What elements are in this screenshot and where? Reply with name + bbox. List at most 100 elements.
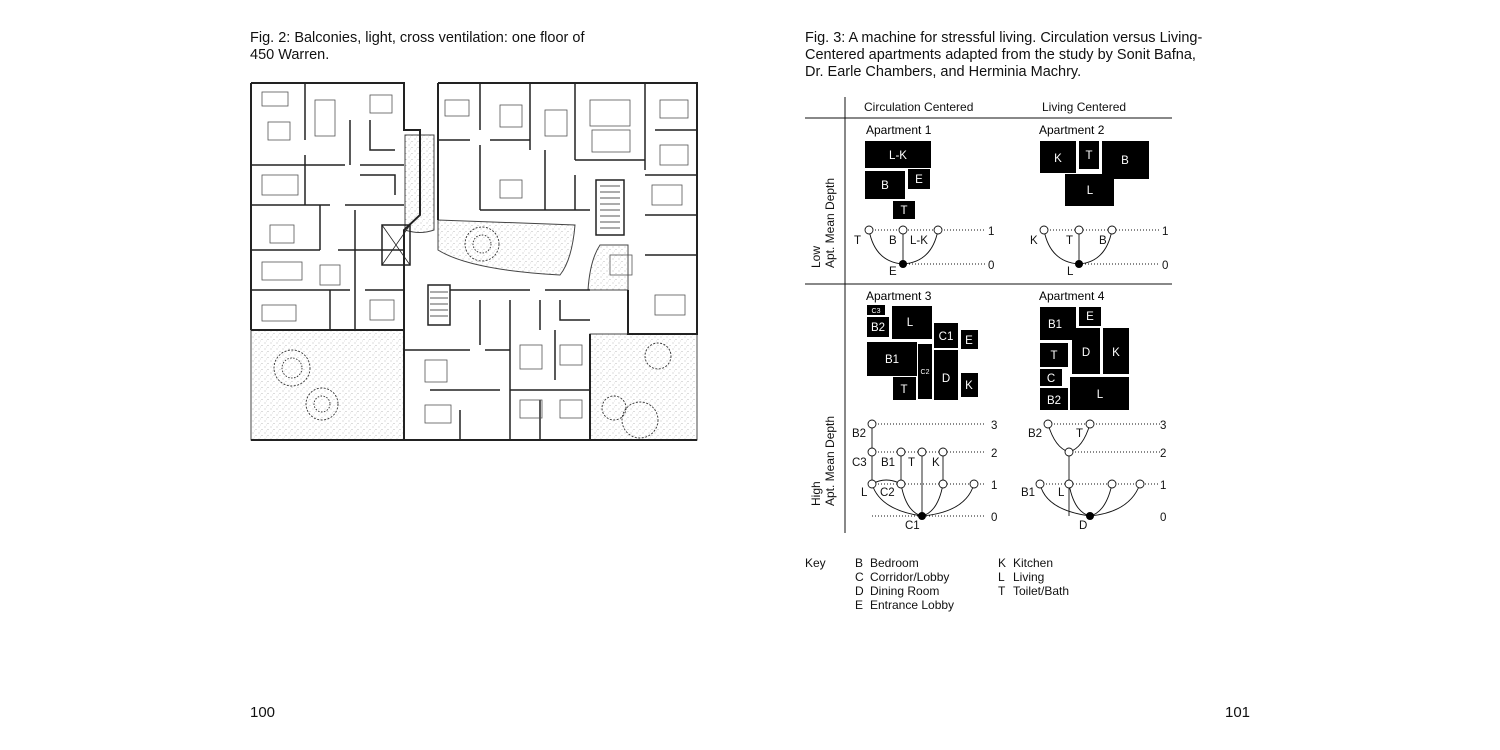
page-number-right: 101 bbox=[1225, 704, 1251, 721]
stair-lower bbox=[427, 284, 451, 326]
apt3-room-c3: C3 bbox=[872, 308, 881, 315]
apt3-depth-3: 3 bbox=[991, 420, 997, 432]
apt3-node-c1: C1 bbox=[905, 520, 920, 532]
apt3-room-k: K bbox=[965, 380, 973, 392]
key-item: T Toilet/Bath bbox=[998, 584, 1069, 598]
apt2-room-t: T bbox=[1085, 150, 1092, 162]
apt1-node-t: T bbox=[854, 235, 861, 247]
apt4-room-b2: B2 bbox=[1047, 395, 1061, 407]
fig3-caption-line-3: Dr. Earle Chambers, and Herminia Machry. bbox=[805, 64, 1082, 80]
column-header-circulation: Circulation Centered bbox=[864, 100, 973, 114]
courtyard-right-upper bbox=[587, 244, 629, 291]
apt3-node-c3: C3 bbox=[852, 457, 867, 469]
key-abbr: K bbox=[998, 556, 1007, 570]
apt3-room-t: T bbox=[900, 384, 907, 396]
apartment-2: Apartment 2 K T B L K T B L bbox=[1030, 123, 1168, 278]
apt1-room-e: E bbox=[915, 174, 923, 186]
fig3-caption-line-2: Centered apartments adapted from the stu… bbox=[805, 47, 1196, 63]
courtyard-right bbox=[589, 333, 698, 441]
stair-core bbox=[595, 179, 625, 236]
fig3-caption-line-1: Fig. 3: A machine for stressful living. … bbox=[805, 30, 1203, 46]
trees bbox=[273, 226, 672, 439]
apt2-depth-1: 1 bbox=[1162, 226, 1168, 238]
key-item: E Entrance Lobby bbox=[855, 598, 954, 612]
apt1-depth-0: 0 bbox=[988, 260, 994, 272]
apt4-node-t: T bbox=[1076, 428, 1083, 440]
key-item: B Bedroom bbox=[855, 556, 954, 570]
apartment-4-title: Apartment 4 bbox=[1039, 289, 1105, 303]
key-abbr: T bbox=[998, 584, 1006, 598]
apartment-3: Apartment 3 C3 B2 L C1 E B1 C2 D K T bbox=[852, 289, 997, 532]
key-abbr: L bbox=[998, 570, 1005, 584]
key-abbr: C bbox=[855, 570, 864, 584]
apt1-depth-1: 1 bbox=[988, 226, 994, 238]
apt2-node-b: B bbox=[1099, 235, 1107, 247]
apt3-depth-2: 2 bbox=[991, 448, 997, 460]
apartment-2-title: Apartment 2 bbox=[1039, 123, 1105, 137]
apt1-room-t: T bbox=[900, 205, 907, 217]
key-label: Living bbox=[1013, 570, 1045, 584]
apt1-node-lk: L-K bbox=[910, 235, 928, 247]
interior-walls-right bbox=[438, 83, 697, 256]
apt3-room-c2: C2 bbox=[921, 369, 930, 376]
floor-plan-drawing bbox=[250, 82, 698, 441]
elevator-shaft bbox=[381, 224, 411, 266]
apt3-room-b2: B2 bbox=[871, 322, 885, 334]
apt3-node-k: K bbox=[932, 457, 940, 469]
apt1-node-b: B bbox=[889, 235, 897, 247]
apt1-room-lk: L-K bbox=[889, 150, 907, 162]
key-label: Bedroom bbox=[870, 556, 919, 570]
apt3-depth-1: 1 bbox=[991, 480, 997, 492]
key-label: Toilet/Bath bbox=[1013, 584, 1070, 598]
key-column-2: K Kitchen L Living T Toilet/Bath bbox=[998, 556, 1069, 598]
apt2-depth-0: 0 bbox=[1162, 260, 1168, 272]
row-label-low-line1: Low bbox=[809, 246, 823, 268]
apt2-room-b: B bbox=[1121, 155, 1129, 167]
key-label: Kitchen bbox=[1013, 556, 1054, 570]
apartment-4: Apartment 4 B1 E D K T C B2 L bbox=[1021, 289, 1166, 532]
key-abbr: E bbox=[855, 598, 864, 612]
apt1-node-e: E bbox=[889, 266, 897, 278]
interior-walls-center bbox=[404, 289, 590, 440]
apt2-room-k: K bbox=[1054, 153, 1062, 165]
courtyard-center bbox=[437, 219, 576, 276]
apt3-node-b2: B2 bbox=[852, 428, 866, 440]
apt3-node-l: L bbox=[861, 487, 868, 499]
fig3-caption: Fig. 3: A machine for stressful living. … bbox=[805, 30, 1265, 81]
key-abbr: B bbox=[855, 556, 864, 570]
row-label-high-line1: High bbox=[809, 481, 823, 506]
fig2-caption: Fig. 2: Balconies, light, cross ventilat… bbox=[250, 30, 670, 64]
apt4-node-l: L bbox=[1058, 487, 1065, 499]
interior-walls-left bbox=[251, 83, 404, 330]
apt4-node-b2: B2 bbox=[1028, 428, 1042, 440]
apt2-node-t: T bbox=[1066, 235, 1073, 247]
apt3-room-b1: B1 bbox=[885, 354, 899, 366]
apt4-depth-3: 3 bbox=[1160, 420, 1166, 432]
apt3-node-c2: C2 bbox=[880, 487, 895, 499]
fig2-caption-line-2: 450 Warren. bbox=[250, 47, 330, 63]
apt4-depth-2: 2 bbox=[1160, 448, 1166, 460]
apt3-room-c1: C1 bbox=[939, 331, 954, 343]
apt3-room-d: D bbox=[942, 373, 950, 385]
apt4-room-e: E bbox=[1086, 311, 1094, 323]
apt4-room-d: D bbox=[1082, 347, 1090, 359]
row-label-low-line2: Apt. Mean Depth bbox=[823, 178, 837, 268]
key-abbr: D bbox=[855, 584, 864, 598]
key-label: Entrance Lobby bbox=[870, 598, 955, 612]
apt4-depth-1: 1 bbox=[1160, 480, 1166, 492]
apt3-depth-0: 0 bbox=[991, 512, 997, 524]
key-item: K Kitchen bbox=[998, 556, 1069, 570]
apt4-depth-0: 0 bbox=[1160, 512, 1166, 524]
key-title: Key bbox=[805, 556, 826, 570]
apt4-node-d: D bbox=[1079, 520, 1087, 532]
row-label-high-line2: Apt. Mean Depth bbox=[823, 416, 837, 506]
apartment-1: Apartment 1 L-K B E T T B L-K E bbox=[854, 123, 994, 278]
apt3-room-e: E bbox=[965, 335, 973, 347]
apt2-node-l: L bbox=[1067, 266, 1074, 278]
key-label: Corridor/Lobby bbox=[870, 570, 950, 584]
apt4-room-l: L bbox=[1097, 389, 1104, 401]
access-graph-diagram: Circulation Centered Living Centered Low… bbox=[805, 97, 1172, 533]
furniture bbox=[261, 91, 689, 424]
